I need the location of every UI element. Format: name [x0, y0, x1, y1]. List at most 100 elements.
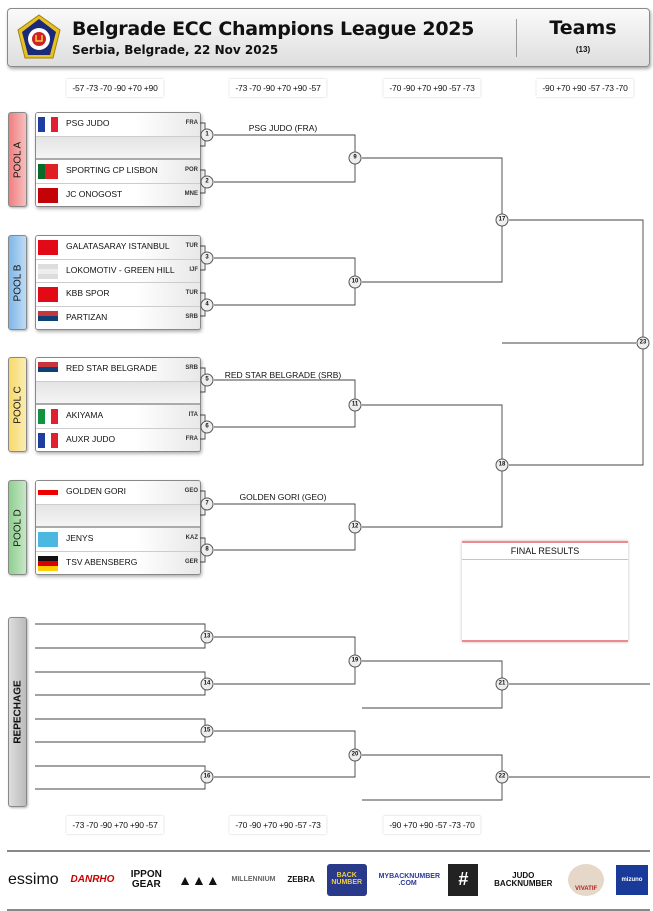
event-header: Belgrade ECC Champions League 2025 Serbi…	[7, 8, 650, 67]
match-number[interactable]: 10	[348, 275, 362, 289]
team-row[interactable]: JC ONOGOST MNE	[36, 183, 200, 206]
empty-slot	[36, 504, 200, 528]
team-name: JC ONOGOST	[66, 188, 123, 199]
flag-icon-fra	[38, 117, 58, 132]
header-divider	[516, 19, 517, 57]
team-name: PARTIZAN	[66, 311, 108, 322]
team-name: LOKOMOTIV - GREEN HILL	[66, 264, 175, 275]
sponsor-logo: essimo	[8, 870, 59, 888]
sponsor-divider	[7, 850, 650, 852]
teams-label: Teams	[549, 17, 617, 39]
team-country-code: GEO	[184, 488, 198, 494]
final-results-title: FINAL RESULTS	[462, 546, 628, 560]
match-number[interactable]: 9	[348, 151, 362, 165]
match-number[interactable]: 16	[200, 770, 214, 784]
sponsor-logo: VIVATIF	[568, 864, 605, 896]
team-country-code: FRA	[185, 435, 198, 442]
flag-icon-geo	[38, 485, 58, 500]
flag-icon-ger	[38, 555, 58, 571]
match-number[interactable]: 20	[348, 748, 362, 762]
team-country-code: GER	[184, 558, 198, 565]
winner-label: GOLDEN GORI (GEO)	[239, 492, 327, 502]
team-country-code: MNE	[184, 190, 198, 197]
team-country-code: POR	[184, 167, 198, 173]
empty-slot	[36, 136, 200, 160]
match-number[interactable]: 18	[495, 458, 509, 472]
match-number[interactable]: 19	[348, 654, 362, 668]
match-number[interactable]: 12	[348, 520, 362, 534]
team-name: GOLDEN GORI	[66, 486, 126, 496]
flag-icon-fra	[38, 432, 58, 448]
team-country-code: KAZ	[185, 535, 198, 541]
team-country-code: TUR	[185, 243, 198, 249]
team-row[interactable]: RED STAR BELGRADE SRB	[36, 358, 200, 382]
match-number[interactable]: 15	[200, 724, 214, 738]
match-number[interactable]: 5	[200, 373, 214, 387]
flag-icon-mne	[38, 187, 58, 203]
pool-tag: POOL B	[8, 235, 27, 330]
federation-logo-icon	[17, 14, 61, 59]
sponsor-logo: #	[448, 864, 479, 896]
flag-icon-srb	[38, 362, 58, 377]
weight-order: -90 +70 +90 -57 -73 -70	[536, 79, 634, 97]
pool-tag: POOL D	[8, 480, 27, 575]
weight-order: -70 -90 +70 +90 -57 -73	[383, 79, 481, 97]
team-row[interactable]: GOLDEN GORI GEO	[36, 481, 200, 505]
flag-icon-por	[38, 164, 58, 179]
team-row[interactable]: PARTIZAN SRB	[36, 306, 200, 329]
flag-icon-kaz	[38, 532, 58, 547]
team-name: PSG JUDO	[66, 118, 110, 128]
weight-order: -73 -70 -90 +70 +90 -57	[229, 79, 327, 97]
match-number[interactable]: 17	[495, 213, 509, 227]
pool-tag: POOL C	[8, 357, 27, 452]
weight-order: -70 -90 +70 +90 -57 -73	[229, 816, 327, 834]
sponsor-logo: DANRHO	[70, 873, 115, 885]
pool-tag: POOL A	[8, 112, 27, 207]
repechage-tag: REPECHAGE	[8, 617, 27, 807]
team-row[interactable]: SPORTING CP LISBON POR	[36, 160, 200, 184]
match-number[interactable]: 22	[495, 770, 509, 784]
sponsor-logo: ZEBRA	[287, 874, 315, 884]
match-number[interactable]: 11	[348, 398, 362, 412]
team-row[interactable]: AUXR JUDO FRA	[36, 428, 200, 451]
sponsor-logo: JUDO BACKNUMBER	[494, 870, 553, 888]
match-number[interactable]: 6	[200, 420, 214, 434]
match-number[interactable]: 2	[200, 175, 214, 189]
weight-order: -90 +70 +90 -57 -73 -70	[383, 816, 481, 834]
flag-icon-srb	[38, 310, 58, 326]
match-number[interactable]: 3	[200, 251, 214, 265]
match-number[interactable]: 13	[200, 630, 214, 644]
match-number[interactable]: 4	[200, 298, 214, 312]
teams-count: (13)	[575, 45, 591, 54]
match-number[interactable]: 1	[200, 128, 214, 142]
team-country-code: SRB	[185, 365, 198, 371]
flag-icon-tur	[38, 240, 58, 255]
sponsor-logo: BACK NUMBER	[326, 864, 367, 896]
team-name: AUXR JUDO	[66, 433, 116, 444]
team-country-code: SRB	[185, 313, 198, 320]
sponsor-logo: IPPON GEAR	[130, 868, 162, 890]
final-results-box: FINAL RESULTS	[462, 541, 628, 642]
team-name: SPORTING CP LISBON	[66, 165, 158, 175]
event-title: Belgrade ECC Champions League 2025	[72, 18, 475, 40]
match-number[interactable]: 14	[200, 677, 214, 691]
weight-order: -57 -73 -70 -90 +70 +90	[66, 79, 164, 97]
match-number[interactable]: 7	[200, 497, 214, 511]
match-number[interactable]: 21	[495, 677, 509, 691]
team-name: KBB SPOR	[66, 288, 110, 298]
team-name: RED STAR BELGRADE	[66, 363, 158, 373]
sponsor-logo: MILLENNIUM	[231, 876, 276, 884]
match-number[interactable]: 8	[200, 543, 214, 557]
flag-icon-ijf	[38, 263, 58, 279]
match-number[interactable]: 23	[636, 336, 650, 350]
team-country-code: ITA	[188, 412, 198, 418]
